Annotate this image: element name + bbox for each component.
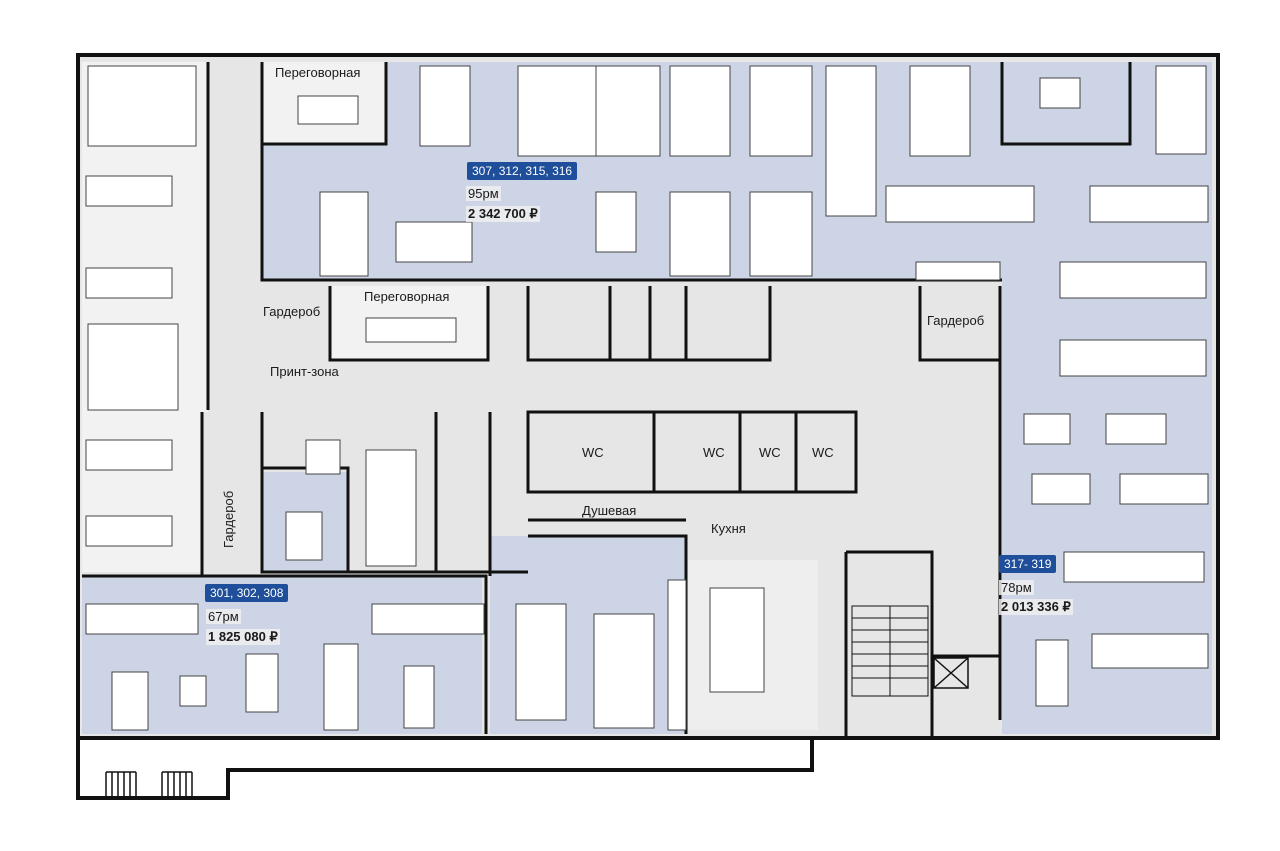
wc-3-label: WC xyxy=(759,445,781,460)
wardrobe-right-label: Гардероб xyxy=(927,313,985,328)
wardrobe-vertical-label: Гардероб xyxy=(221,490,236,548)
shower-label: Душевая xyxy=(582,503,637,518)
wc-4-label: WC xyxy=(812,445,834,460)
office-bottom-left-price: 1 825 080 ₽ xyxy=(206,629,280,645)
office-bottom-left-numbers[interactable]: 301, 302, 308 xyxy=(205,584,289,602)
office-bottom-left-workplaces: 67рм xyxy=(206,609,241,624)
interior-walls xyxy=(82,62,1132,738)
office-zone-right[interactable] xyxy=(1002,62,1212,734)
stairs-icon xyxy=(851,605,929,697)
office-right-workplaces: 78рм xyxy=(999,580,1034,595)
print-zone-label: Принт-зона xyxy=(270,364,339,379)
outer-walls xyxy=(76,53,1220,800)
meeting-room-2-label: Переговорная xyxy=(364,289,450,304)
kitchen-label: Кухня xyxy=(711,521,746,536)
office-right-price: 2 013 336 ₽ xyxy=(999,599,1073,615)
desks xyxy=(85,65,1209,731)
meeting-room-1-label: Переговорная xyxy=(275,65,361,80)
office-top-workplaces: 95рм xyxy=(466,186,501,201)
office-top-price: 2 342 700 ₽ xyxy=(466,206,540,222)
wc-2-label: WC xyxy=(703,445,725,460)
wardrobe-left-label: Гардероб xyxy=(263,304,321,319)
office-right-numbers[interactable]: 317- 319 xyxy=(999,555,1057,573)
elevator-icon xyxy=(933,657,969,689)
office-top-numbers[interactable]: 307, 312, 315, 316 xyxy=(467,162,578,180)
wc-1-label: WC xyxy=(582,445,604,460)
balcony-railing xyxy=(105,771,193,796)
